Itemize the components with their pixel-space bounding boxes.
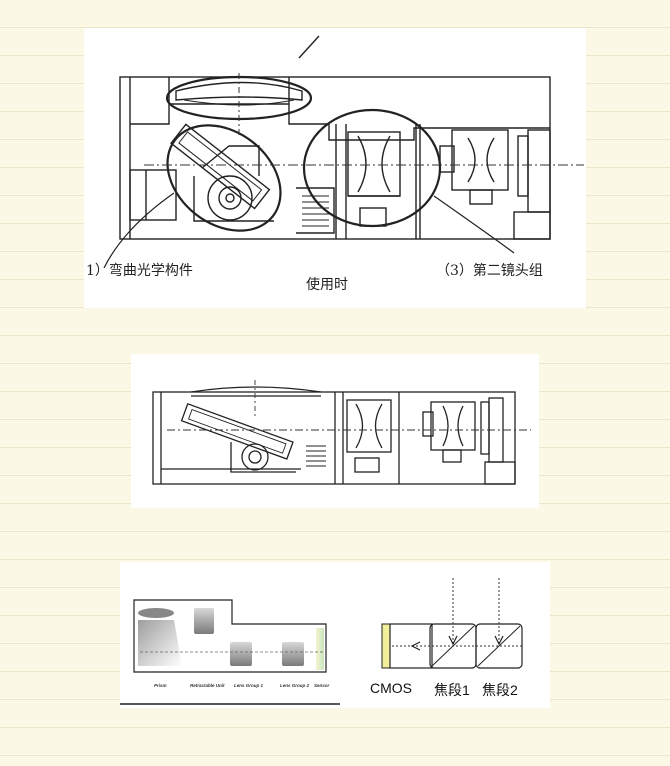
label-retractable-unit: Retractable Unit	[190, 683, 225, 688]
label-focal-segment-2: 焦段2	[482, 682, 518, 698]
lens-group-center	[347, 131, 401, 197]
figure-schematic-drawing	[120, 578, 524, 705]
top-lens	[175, 81, 303, 101]
highlight-bend-optic	[166, 124, 282, 232]
spring-stowed	[306, 445, 326, 467]
gear-mechanism	[207, 175, 253, 221]
label-sensor: Sensor	[314, 683, 330, 688]
figure-stowed-drawing	[152, 380, 531, 485]
lens-group-1-block	[230, 642, 252, 666]
lens-center-stowed	[346, 399, 392, 453]
highlight-first-lens	[302, 108, 442, 228]
label-second-lens-group: （3）第二镜头组	[436, 263, 543, 279]
label-focal-segment-1: 焦段1	[434, 682, 470, 698]
module-outline-stowed	[152, 391, 516, 485]
flat-top-lens	[190, 386, 322, 393]
label-in-use: 使用时	[306, 277, 348, 293]
figure-in-use-drawing	[103, 35, 584, 269]
lens-group-2-block	[282, 642, 304, 666]
cmos-sensor	[381, 623, 391, 669]
module-outline	[119, 76, 551, 240]
leader-line-top	[298, 35, 320, 59]
sensor-block	[316, 628, 324, 670]
label-bend-optic: 1）弯曲光学构件	[86, 263, 193, 279]
label-lens-group-1: Lens Group 1	[234, 683, 264, 688]
lens-second-stowed	[430, 401, 476, 451]
figure-in-use-panel: 1）弯曲光学构件 使用时 （3）第二镜头组	[84, 28, 586, 308]
figure-stowed-panel	[131, 354, 539, 508]
gear-stowed	[241, 443, 269, 471]
label-lens-group-2: Lens Group 2	[280, 683, 310, 688]
retractable-unit-block	[194, 608, 214, 634]
schematic-housing	[133, 599, 327, 673]
tilted-prism-stowed	[180, 402, 294, 460]
prism-top-surface	[138, 608, 174, 618]
lens-group-second	[451, 129, 509, 191]
label-prism: Prism	[154, 683, 167, 688]
label-cmos: CMOS	[370, 680, 412, 696]
figure-schematic-panel: Prism Retractable Unit Lens Group 1 Lens…	[120, 562, 550, 708]
prism-body	[138, 620, 182, 666]
tilted-prism	[170, 123, 271, 210]
